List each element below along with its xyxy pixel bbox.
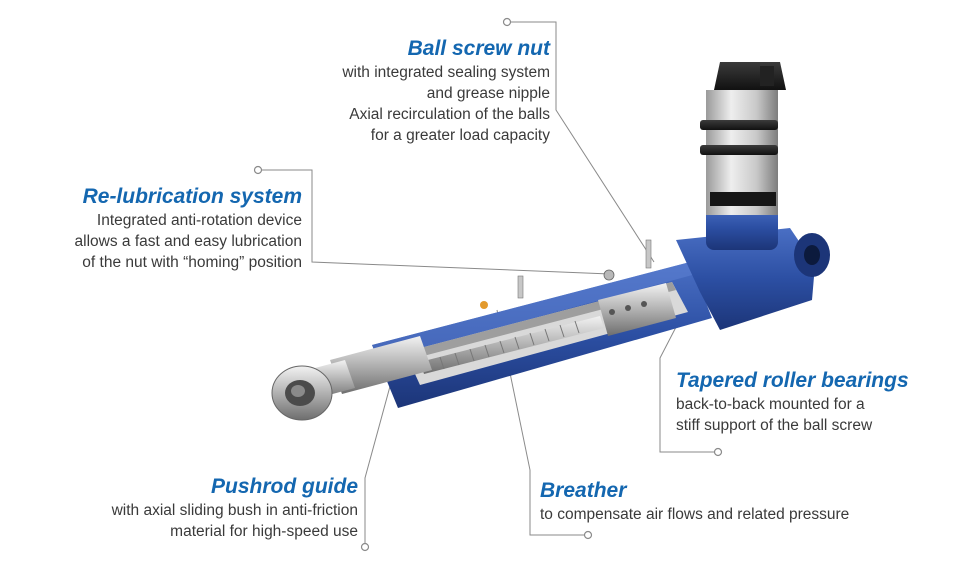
pushrod: [271, 336, 432, 421]
label-title: Pushrod guide: [211, 475, 358, 498]
label-line: allows a fast and easy lubrication: [74, 233, 302, 250]
leader-relubrication: [258, 169, 611, 275]
label-line: with axial sliding bush in anti-friction: [111, 502, 358, 519]
label-line: stiff support of the ball screw: [676, 417, 873, 434]
leader-pushrod-guide: [364, 367, 396, 547]
label-line: Axial recirculation of the balls: [349, 106, 550, 123]
leader-ball-screw-nut: [507, 21, 655, 263]
leader-tapered-bearings: [659, 299, 718, 453]
label-title: Breather: [540, 479, 627, 502]
label-line: for a greater load capacity: [370, 127, 550, 144]
label-line: back-to-back mounted for a: [676, 396, 865, 413]
label-relubrication: Re-lubrication system Integrated anti-ro…: [0, 184, 302, 273]
label-line: material for high-speed use: [170, 523, 358, 540]
leader-lines: [258, 21, 718, 547]
motor: [700, 62, 786, 250]
label-line: Integrated anti-rotation device: [96, 212, 302, 229]
label-title: Re-lubrication system: [82, 185, 302, 208]
label-ball-screw-nut: Ball screw nut with integrated sealing s…: [250, 36, 550, 146]
leader-breather: [496, 309, 588, 536]
label-line: of the nut with “homing” position: [82, 254, 302, 271]
actuator-housing: [372, 228, 830, 408]
label-line: with integrated sealing system: [342, 64, 550, 81]
label-tapered-roller-bearings: Tapered roller bearings back-to-back mou…: [676, 368, 956, 436]
leader-dots: [253, 17, 723, 552]
label-title: Tapered roller bearings: [676, 369, 909, 392]
label-pushrod-guide: Pushrod guide with axial sliding bush in…: [20, 474, 358, 542]
ball-screw: [420, 316, 604, 374]
label-line: to compensate air flows and related pres…: [540, 506, 850, 523]
label-breather: Breather to compensate air flows and rel…: [540, 478, 940, 525]
nut: [598, 283, 676, 336]
label-line: and grease nipple: [426, 85, 550, 102]
label-title: Ball screw nut: [407, 37, 550, 60]
